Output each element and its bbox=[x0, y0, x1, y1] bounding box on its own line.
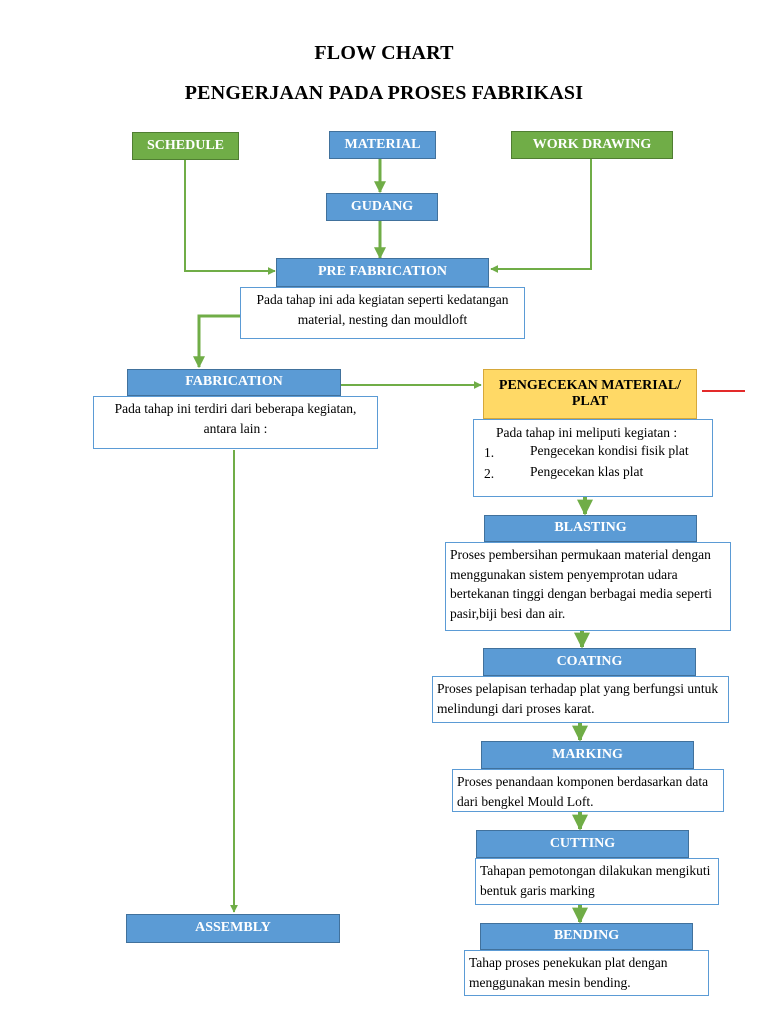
list-item-number: 2. bbox=[484, 466, 495, 482]
work-drawing-node: WORK DRAWING bbox=[511, 131, 673, 159]
chart-title: FLOW CHART bbox=[314, 42, 454, 64]
pre-fabrication-description: Pada tahap ini ada kegiatan seperti keda… bbox=[240, 287, 525, 339]
arrow-schedule-prefab bbox=[184, 160, 276, 275]
blasting-node: BLASTING bbox=[484, 515, 697, 542]
cutting-description: Tahapan pemotongan dilakukan mengikuti b… bbox=[475, 858, 719, 905]
pre-fabrication-node: PRE FABRICATION bbox=[276, 258, 489, 287]
bending-description: Tahap proses penekukan plat dengan mengg… bbox=[464, 950, 709, 996]
coating-node: COATING bbox=[483, 648, 696, 676]
list-item: 1. Pengecekan kondisi fisik plat bbox=[478, 443, 708, 463]
list-item-text: Pengecekan klas plat bbox=[530, 464, 644, 480]
fabrication-node: FABRICATION bbox=[127, 369, 341, 396]
gudang-node: GUDANG bbox=[326, 193, 438, 221]
chart-subtitle: PENGERJAAN PADA PROSES FABRIKASI bbox=[184, 82, 584, 104]
marking-node: MARKING bbox=[481, 741, 694, 769]
pengecekan-description: Pada tahap ini meliputi kegiatan : 1. Pe… bbox=[473, 419, 713, 497]
pengecekan-node: PENGECEKAN MATERIAL/ PLAT bbox=[483, 369, 697, 419]
material-node: MATERIAL bbox=[329, 131, 436, 159]
assembly-node: ASSEMBLY bbox=[126, 914, 340, 943]
list-item-text: Pengecekan kondisi fisik plat bbox=[530, 442, 689, 458]
bending-node: BENDING bbox=[480, 923, 693, 950]
list-item-number: 1. bbox=[484, 444, 495, 460]
schedule-node: SCHEDULE bbox=[132, 132, 239, 160]
coating-description: Proses pelapisan terhadap plat yang berf… bbox=[432, 676, 729, 723]
marking-description: Proses penandaan komponen berdasarkan da… bbox=[452, 769, 724, 812]
blasting-description: Proses pembersihan permukaan material de… bbox=[445, 542, 731, 631]
list-item: 2. Pengecekan klas plat bbox=[478, 464, 708, 484]
arrow-workdrawing-prefab bbox=[490, 159, 592, 273]
pengecekan-intro: Pada tahap ini meliputi kegiatan : bbox=[496, 425, 678, 440]
cutting-node: CUTTING bbox=[476, 830, 689, 858]
pengecekan-list: 1. Pengecekan kondisi fisik plat 2. Peng… bbox=[478, 443, 708, 484]
fabrication-description: Pada tahap ini terdiri dari beberapa keg… bbox=[93, 396, 378, 449]
arrow-prefab-fabrication bbox=[193, 314, 240, 369]
